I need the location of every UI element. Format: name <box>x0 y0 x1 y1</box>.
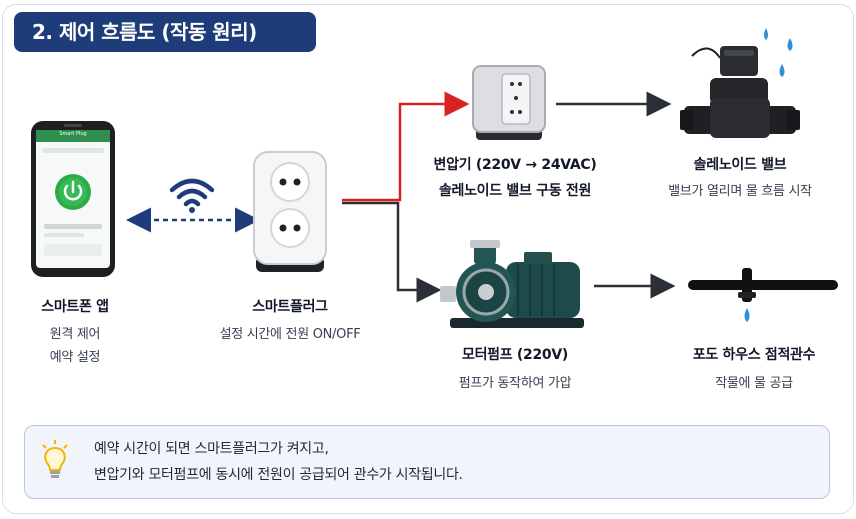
phone-screen-title: Smart Plug <box>59 131 87 137</box>
water-drops-icon <box>764 28 793 77</box>
pump-sub: 펌프가 동작하여 가압 <box>458 376 572 391</box>
transformer-title: 변압기 (220V → 24VAC) <box>433 157 597 173</box>
phone-sub-schedule: 예약 설정 <box>49 350 101 365</box>
irrigation-sub: 작물에 물 공급 <box>715 376 793 391</box>
irrigation-title: 포도 하우스 점적관수 <box>692 347 816 363</box>
lightbulb-icon <box>42 440 68 478</box>
valve-title: 솔레노이드 밸브 <box>693 157 787 173</box>
diagram-frame <box>2 4 854 514</box>
plug-sub: 설정 시간에 전원 ON/OFF <box>219 327 361 342</box>
section-title: 2. 제어 흐름도 (작동 원리) <box>14 12 316 52</box>
wifi-icon <box>169 178 215 213</box>
power-line-to-transformer <box>342 91 470 202</box>
valve-sub: 밸브가 열리며 물 흐름 시작 <box>668 184 812 199</box>
note-line-1: 예약 시간이 되면 스마트플러그가 켜지고, <box>94 441 329 457</box>
plug-title: 스마트플러그 <box>252 299 328 315</box>
pump-title: 모터펌프 (220V) <box>462 347 568 363</box>
motor-pump-icon <box>440 240 584 328</box>
smartphone-icon <box>31 121 115 277</box>
drip-irrigation-icon <box>688 268 838 322</box>
smart-plug-icon <box>253 151 327 272</box>
note-line-2: 변압기와 모터펌프에 동시에 전원이 공급되어 관수가 시작됩니다. <box>94 467 463 483</box>
phone-title: 스마트폰 앱 <box>41 299 109 315</box>
transformer-sub: 솔레노이드 밸브 구동 전원 <box>438 183 592 199</box>
transformer-icon <box>472 65 546 140</box>
solenoid-valve-icon <box>680 46 800 138</box>
phone-sub-remote: 원격 제어 <box>49 327 101 342</box>
info-note <box>24 425 830 499</box>
power-line-to-pump <box>342 201 442 303</box>
